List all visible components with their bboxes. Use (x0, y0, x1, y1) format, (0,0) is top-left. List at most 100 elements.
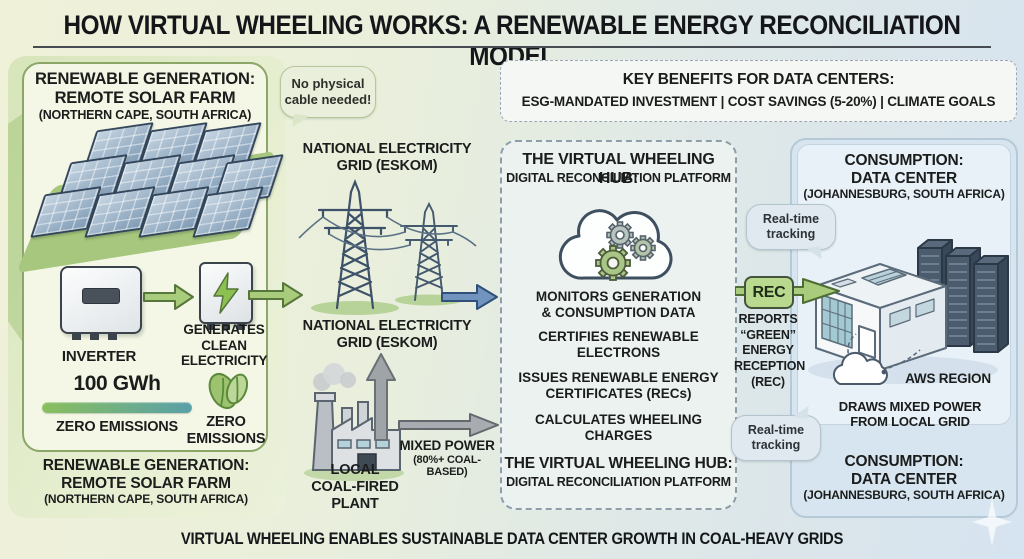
zero-emissions-leaf-label: ZERO EMISSIONS (180, 414, 272, 448)
gear-top (606, 221, 634, 249)
realtime-tracking-bubble-top: Real-time tracking (746, 204, 836, 261)
leaf-icon (204, 368, 252, 419)
generates-line2: CLEAN (201, 337, 247, 353)
datacenter-caption: CONSUMPTION: DATA CENTER (JOHANNESBURG, … (793, 453, 1015, 503)
hub-feature-2-line1: CERTIFIES RENEWABLE (538, 329, 699, 344)
gear-main (595, 245, 631, 281)
hub-feature-4: CALCULATES WHEELING CHARGES (506, 412, 731, 444)
hub-feature-1-line1: MONITORS GENERATION (535, 289, 702, 304)
dc-caption-line3: (JOHANNESBURG, SOUTH AFRICA) (803, 487, 1005, 502)
solar-caption: RENEWABLE GENERATION: REMOTE SOLAR FARM … (25, 457, 267, 507)
dc-heading-line1: CONSUMPTION: (844, 152, 964, 169)
reports-label: REPORTS “GREEN” ENERGY RECEPTION (REC) (734, 312, 806, 390)
hub-feature-4-line2: CHARGES (584, 428, 653, 444)
tracking-bottom-line1: Real-time (747, 423, 805, 437)
hub-feature-1: MONITORS GENERATION & CONSUMPTION DATA (506, 289, 731, 321)
grid-label-top-line2: GRID (ESKOM) (336, 157, 438, 174)
datacenter-illustration (798, 198, 1012, 411)
solar-caption-line2: REMOTE SOLAR FARM (61, 474, 231, 492)
hub-feature-2-line2: ELECTRONS (576, 345, 661, 361)
reports-line3: ENERGY (742, 343, 794, 358)
grid-label-top: NATIONAL ELECTRICITY GRID (ESKOM) (292, 141, 482, 175)
no-cable-line1: No physical (291, 76, 365, 92)
footer-banner: VIRTUAL WHEELING ENABLES SUSTAINABLE DAT… (180, 530, 844, 548)
generates-label: GENERATES CLEAN ELECTRICITY (181, 322, 268, 369)
mixed-power-label: MIXED POWER (80%+ COAL-BASED) (394, 438, 500, 479)
coal-plant-line1: LOCAL (330, 462, 380, 478)
reports-line1: REPORTS (738, 312, 798, 326)
no-cable-line2: cable needed! (284, 92, 372, 107)
coal-plant-line2: COAL-FIRED (311, 478, 399, 495)
mixed-power-line2: (80%+ COAL-BASED) (413, 453, 481, 479)
solar-heading: RENEWABLE GENERATION: REMOTE SOLAR FARM … (30, 70, 260, 123)
bubble-tail (805, 246, 822, 261)
draws-power-label: DRAWS MIXED POWER FROM LOCAL GRID (822, 399, 998, 429)
solar-heading-line1: RENEWABLE GENERATION: (34, 70, 256, 88)
arrow-green-icon (143, 283, 195, 316)
no-cable-speech-bubble: No physical cable needed! (280, 66, 376, 130)
generator-foot (222, 322, 230, 330)
mixed-power-line1: MIXED POWER (399, 438, 495, 453)
grid-label-mid-line2: GRID (ESKOM) (336, 334, 438, 351)
generator-foot (207, 322, 215, 330)
hub-feature-3-line1: ISSUES RENEWABLE ENERGY (518, 370, 719, 385)
dc-caption-line2: DATA CENTER (850, 470, 957, 488)
rec-badge: REC (744, 276, 794, 309)
generator-foot (237, 322, 245, 330)
reports-line5: (REC) (751, 374, 785, 389)
gear-right (630, 235, 656, 261)
dc-heading-line3: (JOHANNESBURG, SOUTH AFRICA) (803, 186, 1005, 201)
generates-line1: GENERATES (183, 322, 265, 337)
benefits-items: ESG-MANDATED INVESTMENT | COST SAVINGS (… (521, 94, 996, 109)
inverter-screen (82, 288, 120, 304)
arrow-green-icon (248, 281, 304, 314)
datacenter-heading: CONSUMPTION: DATA CENTER (JOHANNESBURG, … (799, 152, 1009, 202)
solar-heading-line2: REMOTE SOLAR FARM (54, 89, 236, 108)
inverter-foot (108, 332, 117, 340)
hub-footer2: DIGITAL RECONCILIATION PLATFORM (506, 475, 731, 489)
arrow-up-gray-icon (366, 353, 396, 446)
hub-feature-4-line1: CALCULATES WHEELING (535, 412, 702, 427)
zero-leaf-line1: ZERO (206, 414, 246, 430)
hub-title1: THE VIRTUAL WHEELING HUB: (522, 151, 715, 187)
tracking-top-line1: Real-time (762, 212, 820, 226)
tracking-bottom-line2: tracking (751, 438, 801, 452)
hub-feature-3-line2: CERTIFICATES (RECs) (545, 386, 692, 402)
generator-box-icon (199, 262, 253, 330)
energy-value: 100 GWh (73, 372, 161, 395)
hub-panel (500, 140, 737, 510)
arrow-gray-icon (398, 411, 500, 444)
dc-heading-line2: DATA CENTER (850, 169, 957, 187)
inverter-icon (60, 266, 142, 340)
reports-line4: RECEPTION (734, 358, 806, 373)
dc-caption-line1: CONSUMPTION: (844, 453, 964, 470)
coal-plant-line3: PLANT (331, 495, 379, 512)
inverter-foot (90, 332, 99, 340)
bubble-tail (292, 113, 310, 130)
generates-line3: ELECTRICITY (181, 353, 268, 369)
zero-emissions-label: ZERO EMISSIONS (55, 419, 179, 435)
bubble-tail (792, 404, 809, 419)
solar-caption-line1: RENEWABLE GENERATION: (42, 457, 250, 474)
aws-region-label: AWS REGION (905, 371, 991, 386)
cloud-gears-icon (551, 190, 685, 293)
solar-heading-line3: (NORTHERN CAPE, SOUTH AFRICA) (38, 108, 252, 123)
draws-line2: FROM LOCAL GRID (850, 414, 970, 430)
hub-feature-1-line2: & CONSUMPTION DATA (541, 305, 696, 321)
inverter-foot (72, 332, 81, 340)
solar-caption-line3: (NORTHERN CAPE, SOUTH AFRICA) (44, 491, 248, 506)
hub-footer1: THE VIRTUAL WHEELING HUB: (504, 455, 733, 472)
coal-plant-label: LOCAL COAL-FIRED PLANT (298, 462, 412, 512)
tracking-top-line2: tracking (766, 227, 816, 241)
grid-label-top-line1: NATIONAL ELECTRICITY (302, 141, 472, 157)
solar-array-illustration (15, 122, 284, 274)
reports-line2: “GREEN” (740, 327, 796, 342)
draws-line1: DRAWS MIXED POWER (838, 399, 982, 414)
arrow-blue-icon (441, 283, 499, 316)
realtime-tracking-bubble-bottom: Real-time tracking (731, 404, 821, 461)
benefits-heading: KEY BENEFITS FOR DATA CENTERS: (622, 71, 895, 88)
zero-leaf-line2: EMISSIONS (186, 430, 266, 447)
hub-title2: DIGITAL RECONCILIATION PLATFORM (506, 171, 731, 185)
energy-progress-bar (42, 402, 192, 413)
